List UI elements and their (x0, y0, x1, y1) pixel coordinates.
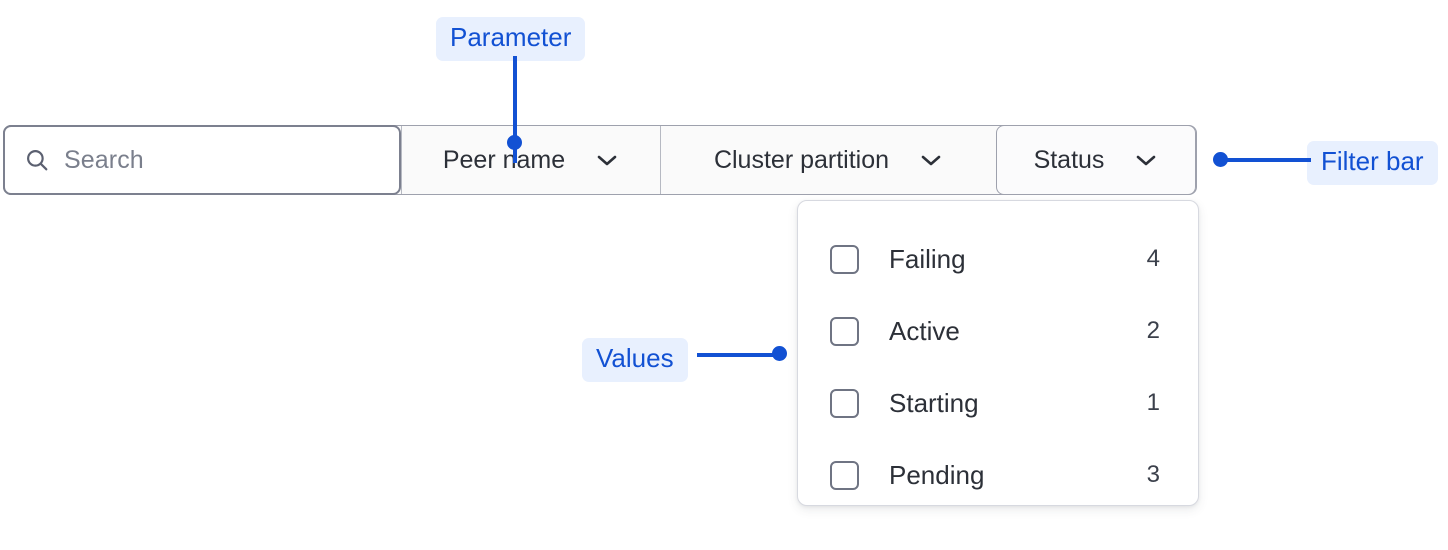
list-item-label: Active (889, 315, 960, 346)
checkbox-active[interactable] (830, 316, 859, 346)
list-item-count: 3 (1146, 461, 1160, 488)
list-item-label: Pending (889, 459, 985, 490)
chevron-down-icon (919, 152, 943, 168)
filter-segment-peer-name[interactable]: Peer name (401, 126, 660, 194)
filter-segment-cluster-partition-label: Cluster partition (713, 145, 890, 174)
search-icon (24, 147, 50, 173)
list-item[interactable]: Starting 1 (798, 367, 1198, 439)
annotation-label-parameter: Parameter (436, 17, 586, 61)
annotation-leader-line-parameter (513, 56, 517, 163)
filter-segment-status-label: Status (1033, 145, 1105, 174)
annotation-leader-line-values (697, 353, 785, 357)
checkbox-failing[interactable] (830, 244, 859, 274)
list-item-count: 1 (1146, 389, 1160, 416)
annotation-anchor-dot-filter-bar (1213, 152, 1228, 167)
chevron-down-icon (1134, 152, 1158, 168)
chevron-down-icon (595, 152, 619, 168)
annotation-label-filter-bar: Filter bar (1307, 141, 1438, 185)
list-item-label: Starting (889, 387, 979, 418)
search-input[interactable]: Search (3, 125, 401, 195)
filter-segment-cluster-partition[interactable]: Cluster partition (660, 126, 996, 194)
list-item-count: 4 (1146, 245, 1160, 272)
list-item-label: Failing (889, 243, 966, 274)
checkbox-starting[interactable] (830, 388, 859, 418)
list-item[interactable]: Active 2 (798, 295, 1198, 367)
list-item[interactable]: Failing 4 (798, 223, 1198, 295)
search-placeholder: Search (64, 145, 144, 174)
filter-segment-peer-name-label: Peer name (442, 145, 566, 174)
annotation-leader-line-filter-bar (1225, 158, 1311, 162)
annotation-anchor-dot-parameter (507, 135, 522, 150)
annotation-label-values: Values (582, 338, 688, 382)
list-item[interactable]: Pending 3 (798, 439, 1198, 511)
checkbox-pending[interactable] (830, 460, 859, 490)
filter-bar: Search Peer name Cluster partition Statu… (3, 125, 1197, 195)
filter-segment-status[interactable]: Status (996, 125, 1196, 195)
list-item-count: 2 (1146, 317, 1160, 344)
status-dropdown-panel: Failing 4 Active 2 Starting 1 Pending 3 (797, 200, 1199, 506)
annotation-anchor-dot-values (772, 346, 787, 361)
